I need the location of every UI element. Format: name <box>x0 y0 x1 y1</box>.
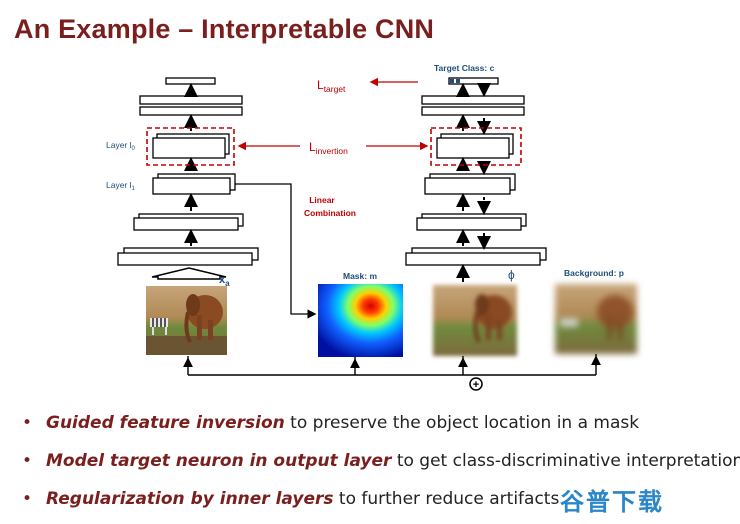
target-class-cells <box>450 79 460 83</box>
bullet-dot-icon: • <box>22 413 33 433</box>
combination-lines <box>187 354 597 376</box>
bullet-item: • Regularization by inner layers to furt… <box>22 486 732 524</box>
left-layer-l1 <box>152 177 231 195</box>
x-input-label: xa <box>219 274 230 288</box>
left-conv-layer <box>133 217 239 231</box>
left-fc-layer <box>139 95 243 105</box>
right-layer-l1 <box>424 177 511 195</box>
left-l0-highlight <box>146 127 235 166</box>
left-layer-l0 <box>152 137 226 159</box>
bullet-emphasis: Regularization by inner layers <box>46 489 334 509</box>
bullet-text: to preserve the object location in a mas… <box>284 413 640 433</box>
blurred-elephant-image <box>433 285 517 356</box>
bullet-dot-icon: • <box>22 451 33 471</box>
l-target-label: Ltarget <box>317 78 346 94</box>
bullet-list: • Guided feature inversion to preserve t… <box>22 410 740 524</box>
background-label: Background: p <box>564 268 624 278</box>
left-fc-layer-2 <box>139 106 243 116</box>
bullet-text: to get class-discriminative interpretati… <box>391 451 740 471</box>
linear-combination-line2: Combination <box>304 208 356 218</box>
right-layer-l0 <box>436 137 510 159</box>
phi-symbol: ϕ <box>508 268 515 282</box>
left-output-layer <box>165 77 216 85</box>
cnn-diagram: Layer l0 Layer l1 Ltarget Lin <box>106 63 637 391</box>
l-invertion-label: Linvertion <box>309 140 348 156</box>
target-class-label: Target Class: c <box>434 63 495 73</box>
combination-up-arrows <box>183 355 601 368</box>
slide-title: An Example – Interpretable CNN <box>14 14 435 44</box>
right-network <box>405 77 547 266</box>
bullet-emphasis: Model target neuron in output layer <box>46 451 392 471</box>
left-network <box>117 77 259 266</box>
mask-heatmap-image <box>318 284 403 357</box>
bullet-emphasis: Guided feature inversion <box>46 413 285 433</box>
left-input-layer <box>117 252 253 266</box>
input-up-arrow <box>151 267 227 280</box>
right-output-layer <box>448 77 499 85</box>
layer-l1-label: Layer l1 <box>106 180 136 192</box>
background-image <box>555 284 637 354</box>
right-fc-layer <box>421 95 525 105</box>
bullet-item: • Guided feature inversion to preserve t… <box>22 410 732 448</box>
plus-circle-icon <box>469 377 483 391</box>
right-l0-highlight <box>430 127 522 166</box>
mask-label: Mask: m <box>343 271 377 281</box>
watermark-logo: 谷普下载 <box>560 488 664 516</box>
bullet-item: • Model target neuron in output layer to… <box>22 448 740 486</box>
right-conv-layer <box>416 217 522 231</box>
right-input-layer <box>405 252 541 266</box>
right-fc-layer-2 <box>421 106 525 116</box>
bullet-text: to further reduce artifacts <box>333 489 560 509</box>
plus-symbol: + <box>473 379 479 391</box>
bullet-dot-icon: • <box>22 489 33 509</box>
layer-l1-to-mask-arrow <box>235 183 317 319</box>
layer-l0-label: Layer l0 <box>106 140 136 152</box>
input-elephant-image <box>146 286 227 355</box>
linear-combination-line1: Linear <box>309 195 335 205</box>
